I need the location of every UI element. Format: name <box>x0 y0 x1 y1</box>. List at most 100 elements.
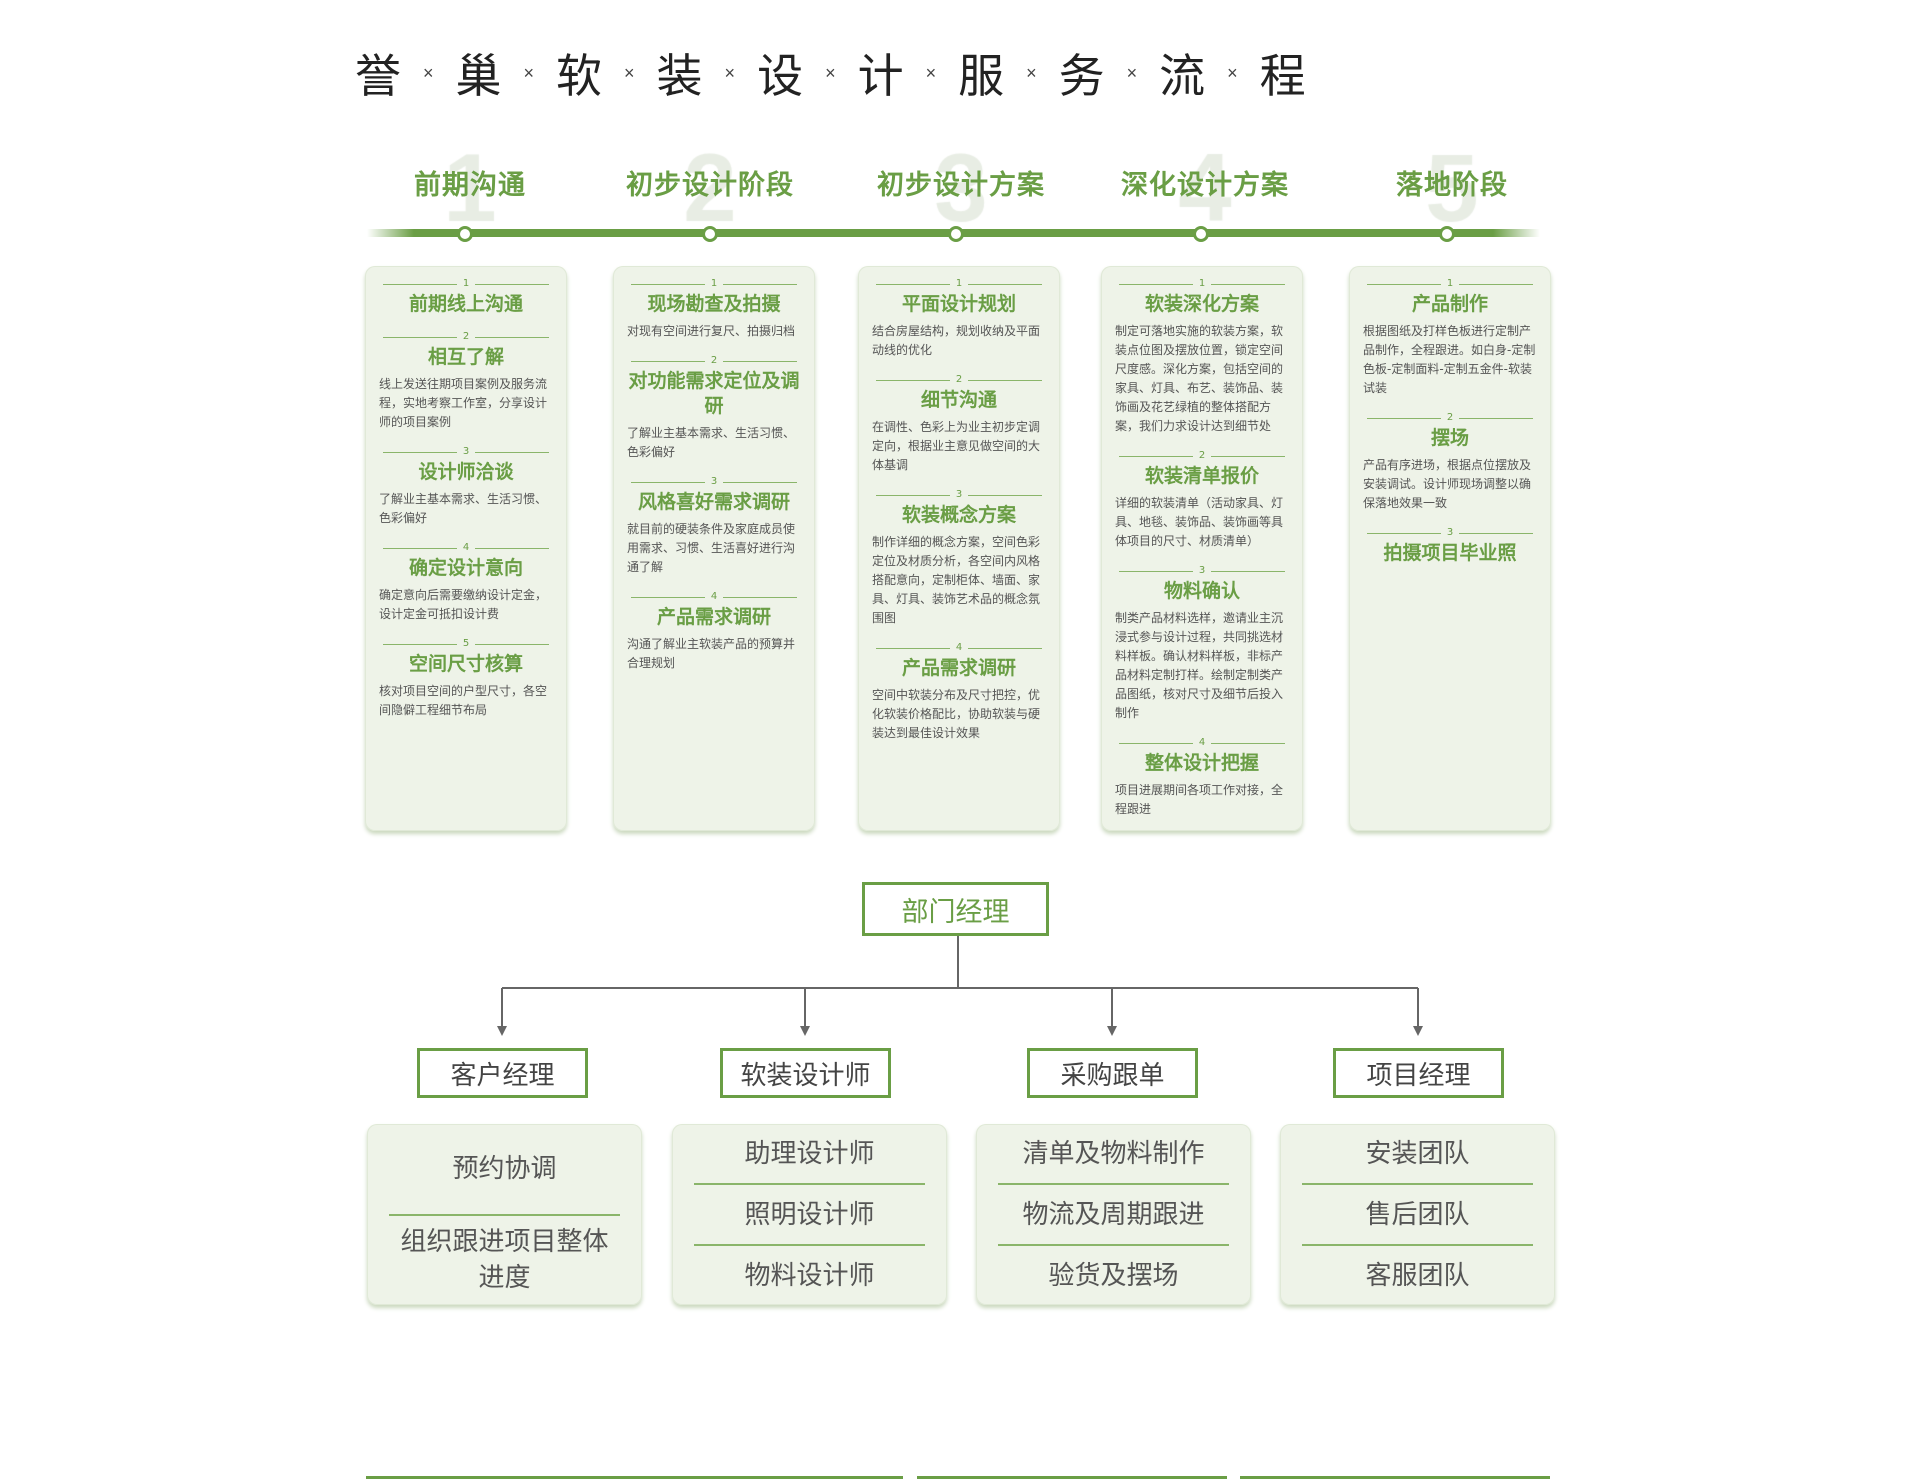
step-number: 4 <box>627 591 801 603</box>
step-item: 1 平面设计规划结合房屋结构，规划收纳及平面动线的优化 <box>872 278 1046 360</box>
phase-header: 初步设计方案 <box>841 135 1081 225</box>
title-character: 软 <box>556 49 603 103</box>
step-number: 3 <box>872 489 1046 501</box>
phase-title: 前期沟通 <box>414 170 526 201</box>
step-title: 摆场 <box>1430 427 1469 449</box>
step-description: 在调性、色彩上为业主初步定调定向，根据业主意见做空间的大体基调 <box>872 420 1041 472</box>
step-number: 3 <box>1115 565 1289 577</box>
phase-number-watermark <box>911 135 1011 225</box>
phase-header: 落地阶段 <box>1332 135 1572 225</box>
phase-card: 1 平面设计规划结合房屋结构，规划收纳及平面动线的优化 2 细节沟通在调性、色彩上为业… <box>858 266 1060 831</box>
step-number: 2 <box>872 374 1046 386</box>
arrow-down-icon <box>800 1026 810 1036</box>
timeline-node <box>1439 226 1455 242</box>
title-separator: × <box>825 62 836 83</box>
step-number: 1 <box>627 278 801 290</box>
step-title: 平面设计规划 <box>901 293 1016 315</box>
role-box: 项目经理 <box>1333 1048 1504 1098</box>
divider <box>917 1476 1227 1479</box>
step-number: 4 <box>1115 737 1289 749</box>
step-number: 4 <box>872 642 1046 654</box>
timeline-node <box>702 226 718 242</box>
step-description: 空间中软装分布及尺寸把控，优化软装价格配比，协助软装与硬装达到最佳设计效果 <box>872 688 1041 740</box>
title-separator: × <box>724 62 736 83</box>
step-description: 项目进展期间各项工作对接，全程跟进 <box>1115 783 1284 816</box>
title-separator: × <box>423 62 434 83</box>
title-separator: × <box>1026 62 1037 83</box>
title-separator: × <box>1227 62 1238 83</box>
step-description: 根据图纸及打样色板进行定制产品制作，全程跟进。如白身-定制色板-定制面料-定制五… <box>1363 324 1536 395</box>
step-number: 4 <box>379 542 553 554</box>
phase-header: 深化设计方案 <box>1085 135 1325 225</box>
title-character: 巢 <box>455 49 502 103</box>
step-title: 相互了解 <box>427 346 504 368</box>
title-character: 计 <box>857 49 904 103</box>
step-number: 3 <box>1363 527 1537 539</box>
title-character: 服 <box>958 49 1005 103</box>
team-item: 物料设计师 <box>694 1244 925 1305</box>
phase-number-watermark <box>420 135 520 225</box>
step-description: 详细的软装清单（活动家具、灯具、地毯、装饰品、装饰画等具体项目的尺寸、材质清单） <box>1115 496 1284 548</box>
step-title: 软装深化方案 <box>1144 293 1259 315</box>
team-card: 清单及物料制作物流及周期跟进验货及摆场 <box>976 1124 1251 1305</box>
title-character: 誉 <box>355 49 401 103</box>
title-character: 程 <box>1259 49 1306 103</box>
step-number: 5 <box>379 638 553 650</box>
phase-header: 初步设计阶段 <box>590 135 830 225</box>
phase-number-watermark <box>1402 135 1502 225</box>
role-box: 软装设计师 <box>720 1048 891 1098</box>
arrow-down-icon <box>1107 1026 1117 1036</box>
step-number: 3 <box>379 446 553 458</box>
step-title: 空间尺寸核算 <box>408 653 523 675</box>
step-item: 4 产品需求调研空间中软装分布及尺寸把控，优化软装价格配比，协助软装与硬装达到最佳… <box>872 642 1046 743</box>
step-description: 沟通了解业主软装产品的预算并合理规划 <box>627 637 796 670</box>
title-separator: × <box>624 62 635 83</box>
step-title: 拍摄项目毕业照 <box>1383 542 1517 564</box>
phase-title: 深化设计方案 <box>1121 170 1289 201</box>
step-title: 设计师洽谈 <box>418 461 514 483</box>
page-title: 誉×巢×软×装×设×计×服×务×流×程 <box>355 40 1306 106</box>
connector-line <box>957 936 959 988</box>
step-title: 产品需求调研 <box>901 657 1016 679</box>
team-card: 助理设计师照明设计师物料设计师 <box>672 1124 947 1305</box>
step-title: 风格喜好需求调研 <box>637 491 790 513</box>
step-description: 制作详细的概念方案，空间色彩定位及材质分析，各空间内风格搭配意向，定制柜体、墙面… <box>872 535 1041 625</box>
step-number: 1 <box>872 278 1046 290</box>
team-item: 物流及周期跟进 <box>998 1183 1229 1244</box>
step-description: 对现有空间进行复尺、拍摄归档 <box>627 324 796 338</box>
title-separator: × <box>925 62 937 83</box>
step-title: 物料确认 <box>1163 580 1240 602</box>
team-item: 照明设计师 <box>694 1183 925 1244</box>
connector-line <box>804 988 806 1026</box>
step-description: 制类产品材料选样，邀请业主沉浸式参与设计过程，共同挑选材料样板。确认材料样板，非… <box>1115 611 1284 720</box>
team-item: 预约协调 <box>452 1153 557 1184</box>
timeline-node <box>948 226 964 242</box>
divider <box>366 1476 903 1479</box>
step-description: 就目前的硬装条件及家庭成员使用需求、习惯、生活喜好进行沟通了解 <box>627 522 796 574</box>
phase-number-watermark <box>1155 135 1255 225</box>
step-description: 产品有序进场，根据点位摆放及安装调试。设计师现场调整以确保落地效果一致 <box>1363 458 1532 510</box>
team-item: 助理设计师 <box>744 1138 875 1169</box>
arrow-down-icon <box>497 1026 507 1036</box>
team-item: 售后团队 <box>1302 1183 1533 1244</box>
team-card: 安装团队售后团队客服团队 <box>1280 1124 1555 1305</box>
phase-header: 前期沟通 <box>350 135 590 225</box>
department-manager-box: 部门经理 <box>862 882 1049 936</box>
title-separator: × <box>523 62 535 83</box>
title-character: 流 <box>1159 49 1206 103</box>
step-title: 细节沟通 <box>920 389 997 411</box>
phase-title: 初步设计方案 <box>877 170 1045 201</box>
step-description: 结合房屋结构，规划收纳及平面动线的优化 <box>872 324 1041 357</box>
step-number: 1 <box>1363 278 1537 290</box>
